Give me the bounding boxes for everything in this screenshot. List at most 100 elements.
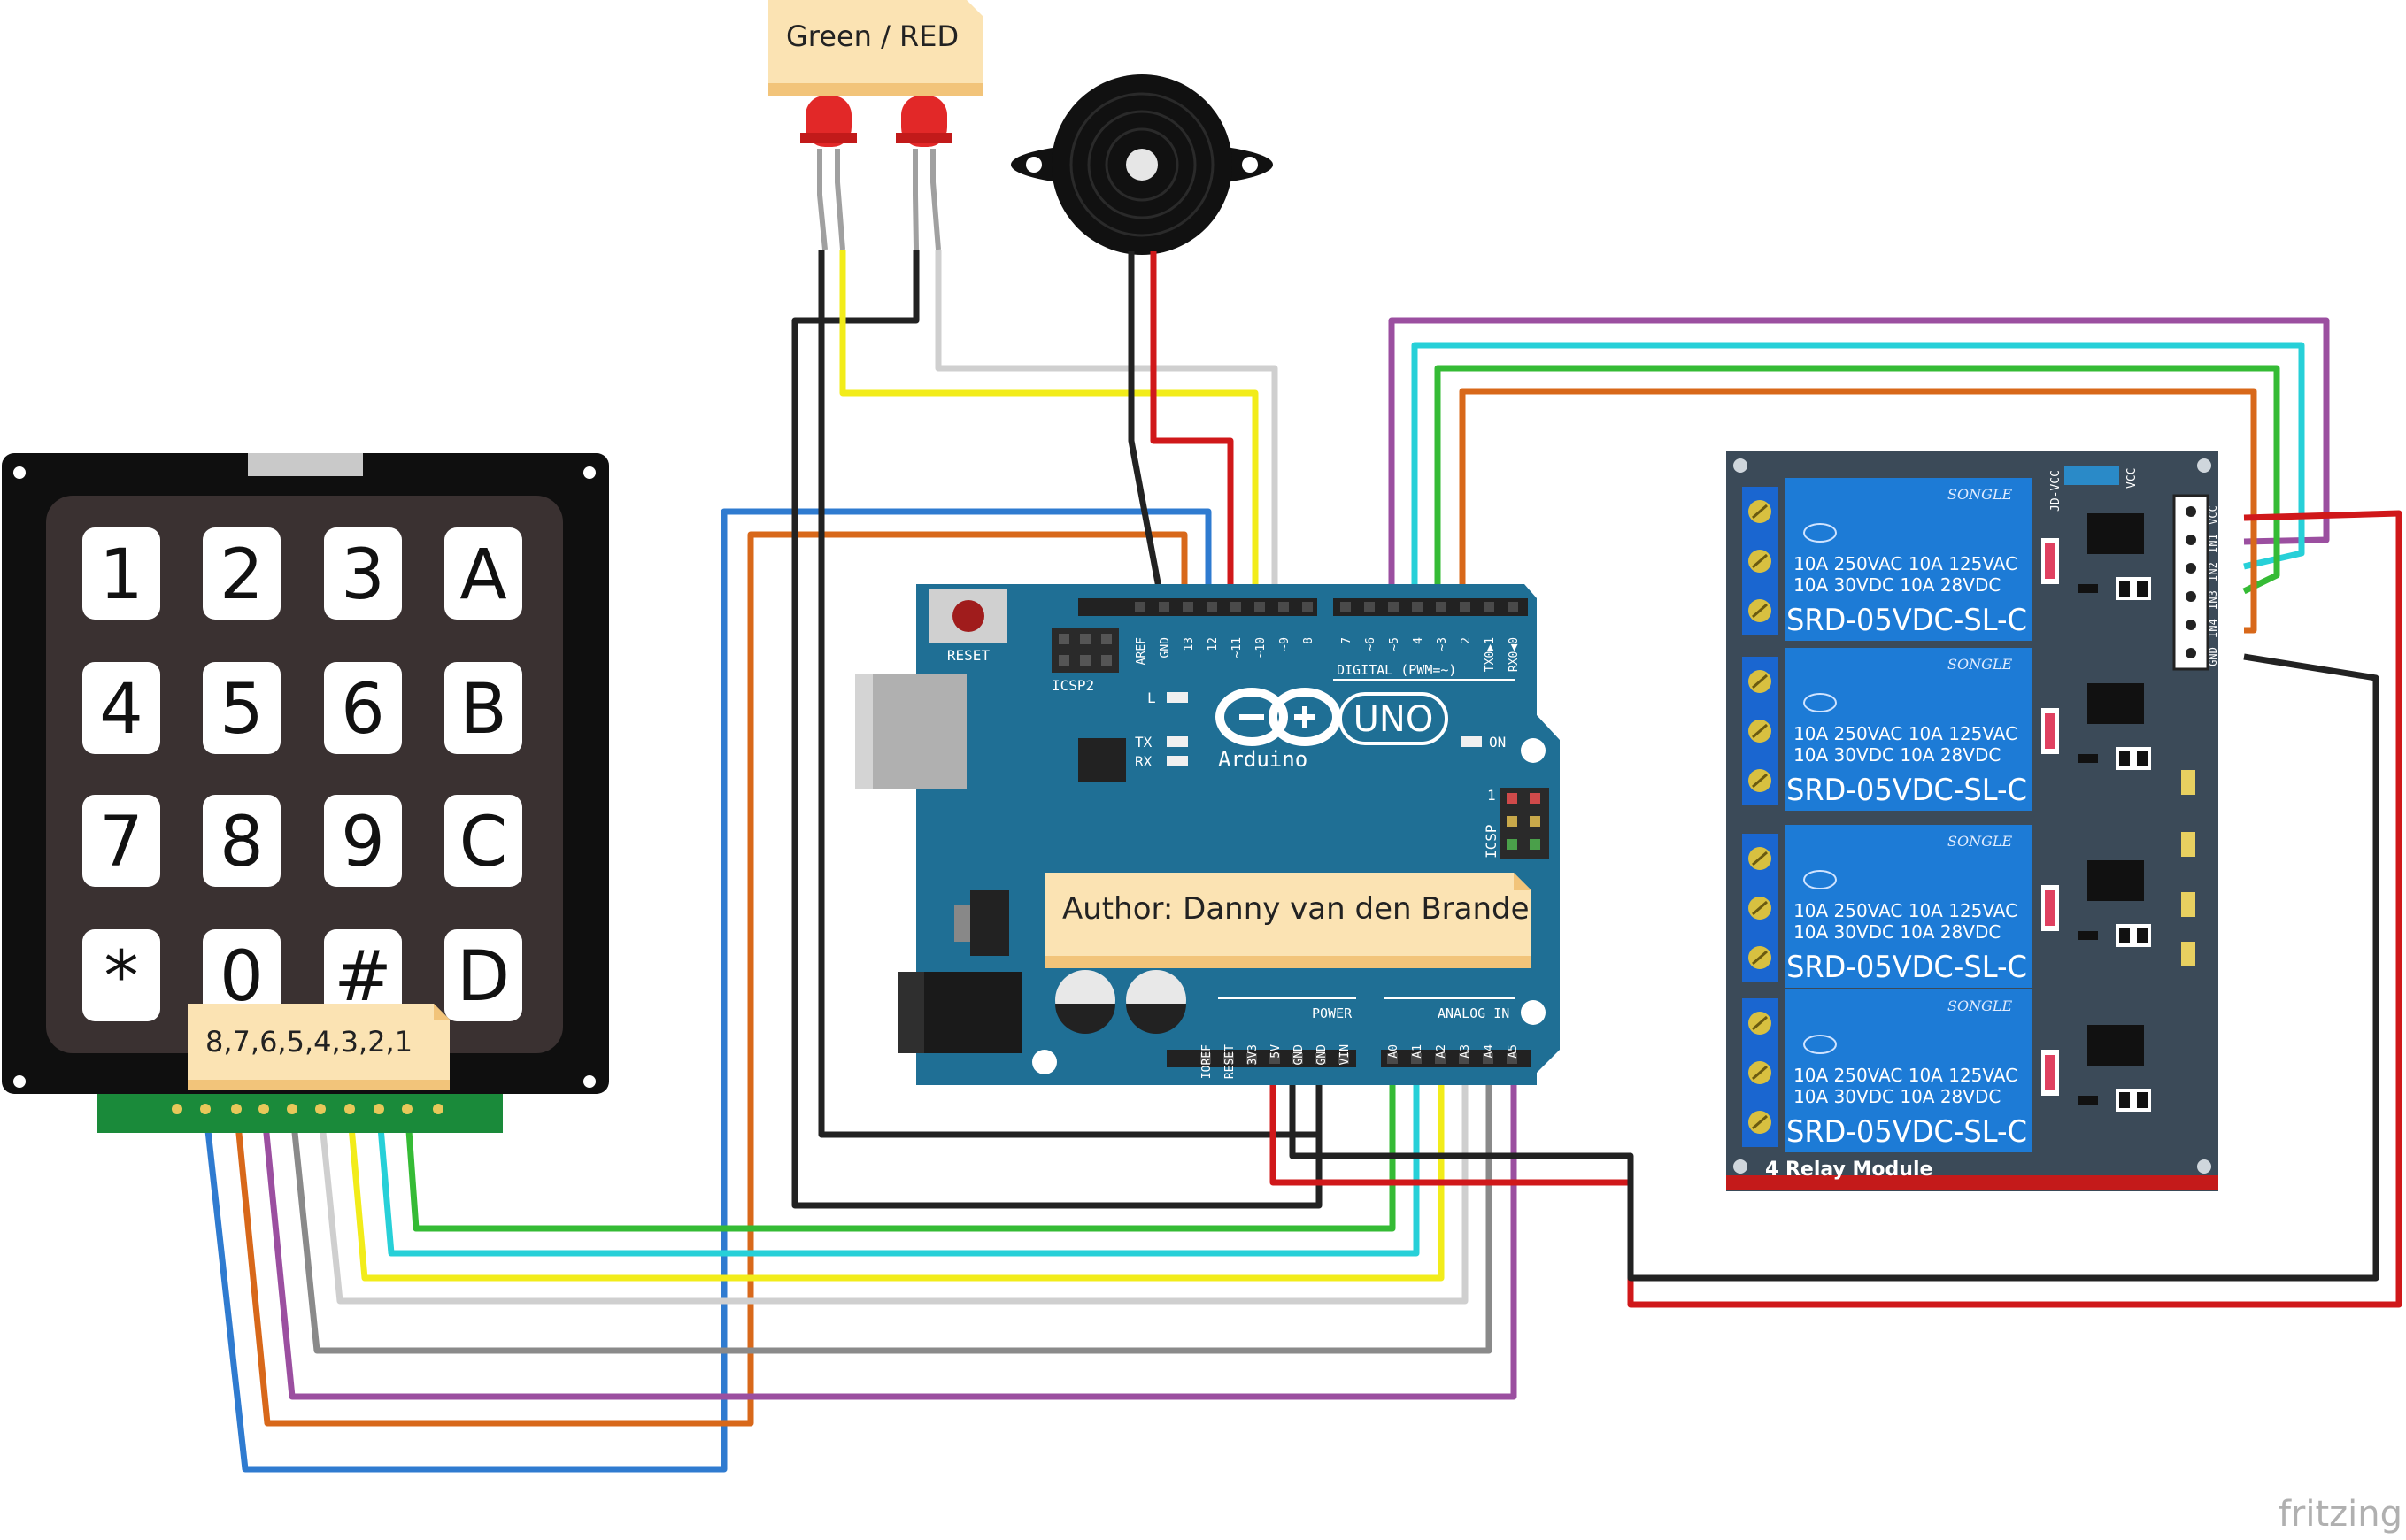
usb-connector (855, 674, 967, 789)
pin-label: RX0◀0 (1508, 637, 1521, 672)
led-on (1461, 736, 1482, 747)
keypad-key-label: * (104, 937, 139, 1017)
svg-text:10A 250VAC 10A 125VAC: 10A 250VAC 10A 125VAC (1793, 723, 2017, 744)
keypad-key[interactable]: 9 (324, 795, 402, 887)
relay-header-pin-label: IN4 (2207, 619, 2219, 638)
pin-label: RESET (1223, 1044, 1237, 1079)
pin-label: IOREF (1200, 1044, 1214, 1079)
relay-model: SRD-05VDC-SL-C (1786, 1114, 2027, 1150)
pin-label: A2 (1435, 1044, 1448, 1059)
pin-label: 2 (1460, 637, 1473, 644)
keypad-pin-note-text: 8,7,6,5,4,3,2,1 (205, 1025, 413, 1059)
keypad-key-label: A (459, 535, 506, 615)
pin-label: TX0▶1 (1484, 637, 1497, 672)
svg-text:RX: RX (1135, 753, 1153, 770)
keypad-key-label: 2 (220, 535, 264, 615)
relay-cube (1785, 648, 2032, 811)
wire-relay-cyan (1411, 342, 2305, 602)
svg-text:SONGLE: SONGLE (1947, 997, 2012, 1014)
pin-label: ~9 (1278, 637, 1292, 651)
svg-text:10A 30VDC 10A 28VDC: 10A 30VDC 10A 28VDC (1793, 744, 2001, 766)
pin-label: 8 (1302, 637, 1315, 644)
relay-cube (1785, 989, 2032, 1152)
pin-label: ~11 (1230, 637, 1244, 658)
keypad-key-label: 3 (341, 535, 385, 615)
svg-text:SONGLE: SONGLE (1947, 833, 2012, 850)
pin-label: ~3 (1436, 637, 1449, 651)
keypad-pin-note: 8,7,6,5,4,3,2,1 (188, 1004, 450, 1090)
keypad-key-label: B (459, 670, 507, 750)
wire-keypad-green (404, 1062, 1396, 1232)
wire-led2-white (935, 250, 1278, 602)
pin-label: 4 (1412, 637, 1425, 644)
arduino-logo (1215, 688, 1341, 746)
keypad-key[interactable]: C (444, 795, 522, 887)
keypad-key[interactable]: 6 (324, 662, 402, 754)
keypad-key-label: 1 (99, 535, 143, 615)
pin-label: ~5 (1388, 637, 1401, 651)
arduino-brand: Arduino (1218, 747, 1307, 772)
keypad-face (46, 496, 563, 1053)
keypad-key[interactable]: 3 (324, 527, 402, 620)
optocoupler (2087, 513, 2144, 554)
keypad-key[interactable]: 7 (82, 795, 160, 887)
keypad-key-label: 6 (341, 670, 385, 750)
relay-cube (1785, 478, 2032, 641)
keypad-key-label: 5 (220, 670, 264, 750)
keypad-key[interactable]: 4 (82, 662, 160, 754)
keypad-key-label: C (459, 803, 507, 882)
keypad-key-label: D (457, 937, 510, 1017)
svg-text:10A 250VAC 10A 125VAC: 10A 250VAC 10A 125VAC (1793, 900, 2017, 921)
wire-keypad-orange (233, 531, 1188, 1427)
keypad-key[interactable]: D (444, 929, 522, 1021)
keypad-key[interactable]: 8 (203, 795, 281, 887)
relay-module-title: 4 Relay Module (1765, 1159, 1932, 1181)
icsp2-label: ICSP2 (1052, 677, 1094, 694)
piezo-buzzer (1011, 74, 1273, 301)
keypad-key[interactable]: 2 (203, 527, 281, 620)
uno-badge (1338, 692, 1448, 745)
svg-text:10A 250VAC 10A 125VAC: 10A 250VAC 10A 125VAC (1793, 553, 2017, 574)
relay-input-header (2172, 494, 2209, 671)
pin-label: A3 (1459, 1044, 1472, 1059)
regulator (970, 890, 1009, 956)
optocoupler (2087, 1025, 2144, 1066)
svg-text:10A 250VAC 10A 125VAC: 10A 250VAC 10A 125VAC (1793, 1065, 2017, 1086)
led-tx (1167, 736, 1188, 747)
keypad-key[interactable]: A (444, 527, 522, 620)
fritzing-brand: fritzing (2279, 1494, 2402, 1535)
pin-label: 12 (1207, 637, 1220, 651)
led-red (896, 96, 952, 250)
pin-label: 3V3 (1246, 1044, 1260, 1065)
analog-label: ANALOG IN (1438, 1005, 1509, 1021)
keypad-key[interactable]: B (444, 662, 522, 754)
power-label: POWER (1312, 1005, 1353, 1021)
wire-buzzer-black (1128, 266, 1165, 603)
pin-label: GND (1315, 1044, 1329, 1066)
wire-keypad-yellow (346, 1062, 1445, 1282)
pin-label: ~10 (1254, 637, 1268, 658)
led-note: Green / RED (768, 0, 983, 96)
keypad-key-label: 9 (341, 803, 385, 882)
keypad-key-label: 4 (99, 670, 143, 750)
svg-text:VCC: VCC (2125, 468, 2139, 489)
relay-header-pin-label: IN2 (2207, 562, 2219, 581)
jd-vcc-jumper (2064, 466, 2119, 485)
header-power (1167, 1050, 1356, 1067)
reset-label: RESET (947, 647, 991, 664)
svg-text:TX: TX (1135, 734, 1153, 751)
wire-relay-vcc-red (1269, 510, 2402, 1308)
keypad-key[interactable]: * (82, 929, 160, 1021)
svg-text:10A 30VDC 10A 28VDC: 10A 30VDC 10A 28VDC (1793, 1086, 2001, 1107)
keypad-key[interactable]: 5 (203, 662, 281, 754)
svg-text:ON: ON (1489, 734, 1506, 751)
wires (202, 250, 2402, 1473)
svg-text:1: 1 (1487, 787, 1496, 804)
wire-relay-green (1434, 365, 2280, 602)
relay-header-pin-label: VCC (2207, 505, 2219, 525)
svg-text:JD-VCC: JD-VCC (2049, 470, 2063, 512)
keypad-key[interactable]: 1 (82, 527, 160, 620)
